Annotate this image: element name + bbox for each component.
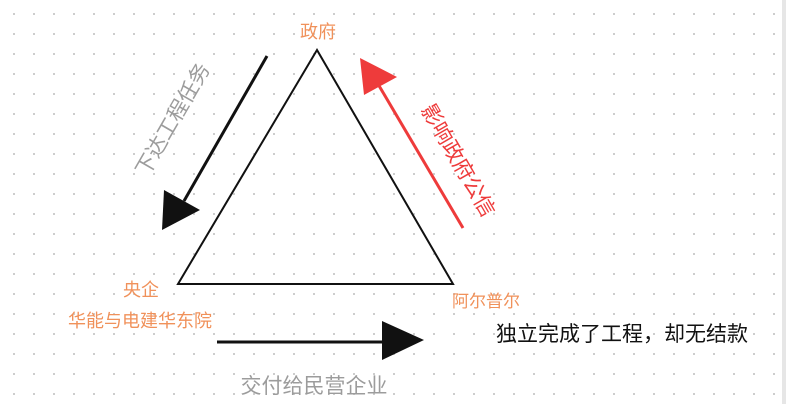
relationship-triangle — [176, 48, 455, 285]
right-arrow-label: 影响政府公信 — [416, 100, 500, 221]
right-arrow-head — [360, 58, 397, 95]
right-edge-strip — [782, 0, 786, 404]
left-arrow-label: 下达工程任务 — [131, 59, 215, 180]
node-government-label: 政府 — [300, 22, 336, 43]
node-soe-label: 央企 — [123, 280, 159, 301]
left-arrow-head — [162, 190, 200, 230]
outcome-note: 独立完成了工程，却无结款 — [496, 322, 748, 346]
right-arrow-shaft — [376, 83, 465, 229]
bottom-arrow-head — [382, 321, 424, 360]
node-soe-subtitle: 华能与电建华东院 — [68, 311, 212, 332]
bottom-arrow-label: 交付给民营企业 — [241, 374, 388, 398]
left-arrow-shaft — [182, 55, 269, 202]
node-private-label: 阿尔普尔 — [452, 292, 520, 312]
